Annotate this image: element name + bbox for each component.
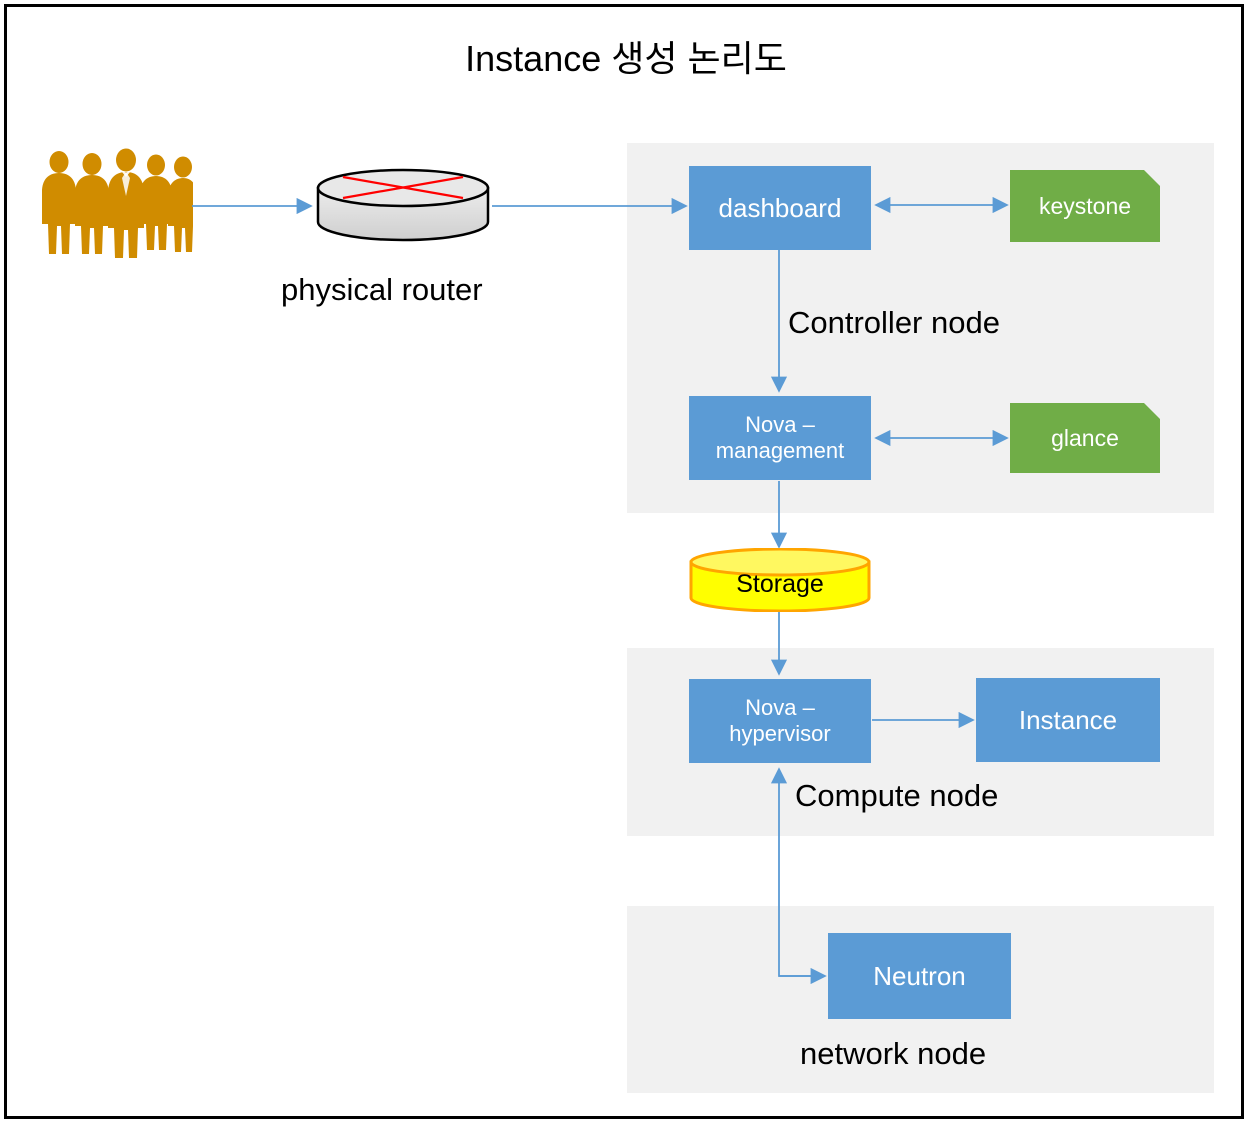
node-nova-management-label: Nova – management bbox=[716, 412, 844, 464]
page-title: Instance 생성 논리도 bbox=[465, 38, 787, 79]
node-dashboard-label: dashboard bbox=[718, 192, 842, 223]
zone-label-network: network node bbox=[800, 1036, 987, 1071]
zone-label-compute: Compute node bbox=[795, 778, 999, 813]
node-instance[interactable]: Instance bbox=[976, 678, 1160, 762]
node-neutron-label: Neutron bbox=[873, 960, 966, 991]
node-nova-hypervisor-label: Nova – hypervisor bbox=[729, 695, 830, 747]
node-keystone-label: keystone bbox=[1038, 192, 1132, 219]
node-glance[interactable]: glance bbox=[1010, 403, 1160, 473]
group-of-people-icon bbox=[38, 146, 193, 258]
node-nova-hypervisor-line1: Nova – bbox=[745, 695, 815, 721]
router-cylinder-icon bbox=[315, 168, 491, 244]
node-storage[interactable]: Storage bbox=[688, 548, 872, 612]
node-glance-label: glance bbox=[1051, 424, 1119, 451]
node-nova-management[interactable]: Nova – management bbox=[689, 396, 871, 480]
node-nova-management-line1: Nova – bbox=[745, 412, 815, 438]
node-dashboard[interactable]: dashboard bbox=[689, 166, 871, 250]
node-nova-hypervisor-line2: hypervisor bbox=[729, 721, 831, 746]
node-nova-management-line2: management bbox=[715, 438, 845, 463]
zone-label-controller: Controller node bbox=[788, 305, 1000, 340]
node-storage-label: Storage bbox=[736, 570, 824, 598]
node-keystone[interactable]: keystone bbox=[1010, 170, 1160, 242]
router-label: physical router bbox=[281, 272, 483, 307]
node-nova-hypervisor[interactable]: Nova – hypervisor bbox=[689, 679, 871, 763]
node-instance-label: Instance bbox=[1018, 704, 1118, 735]
node-neutron[interactable]: Neutron bbox=[828, 933, 1011, 1019]
